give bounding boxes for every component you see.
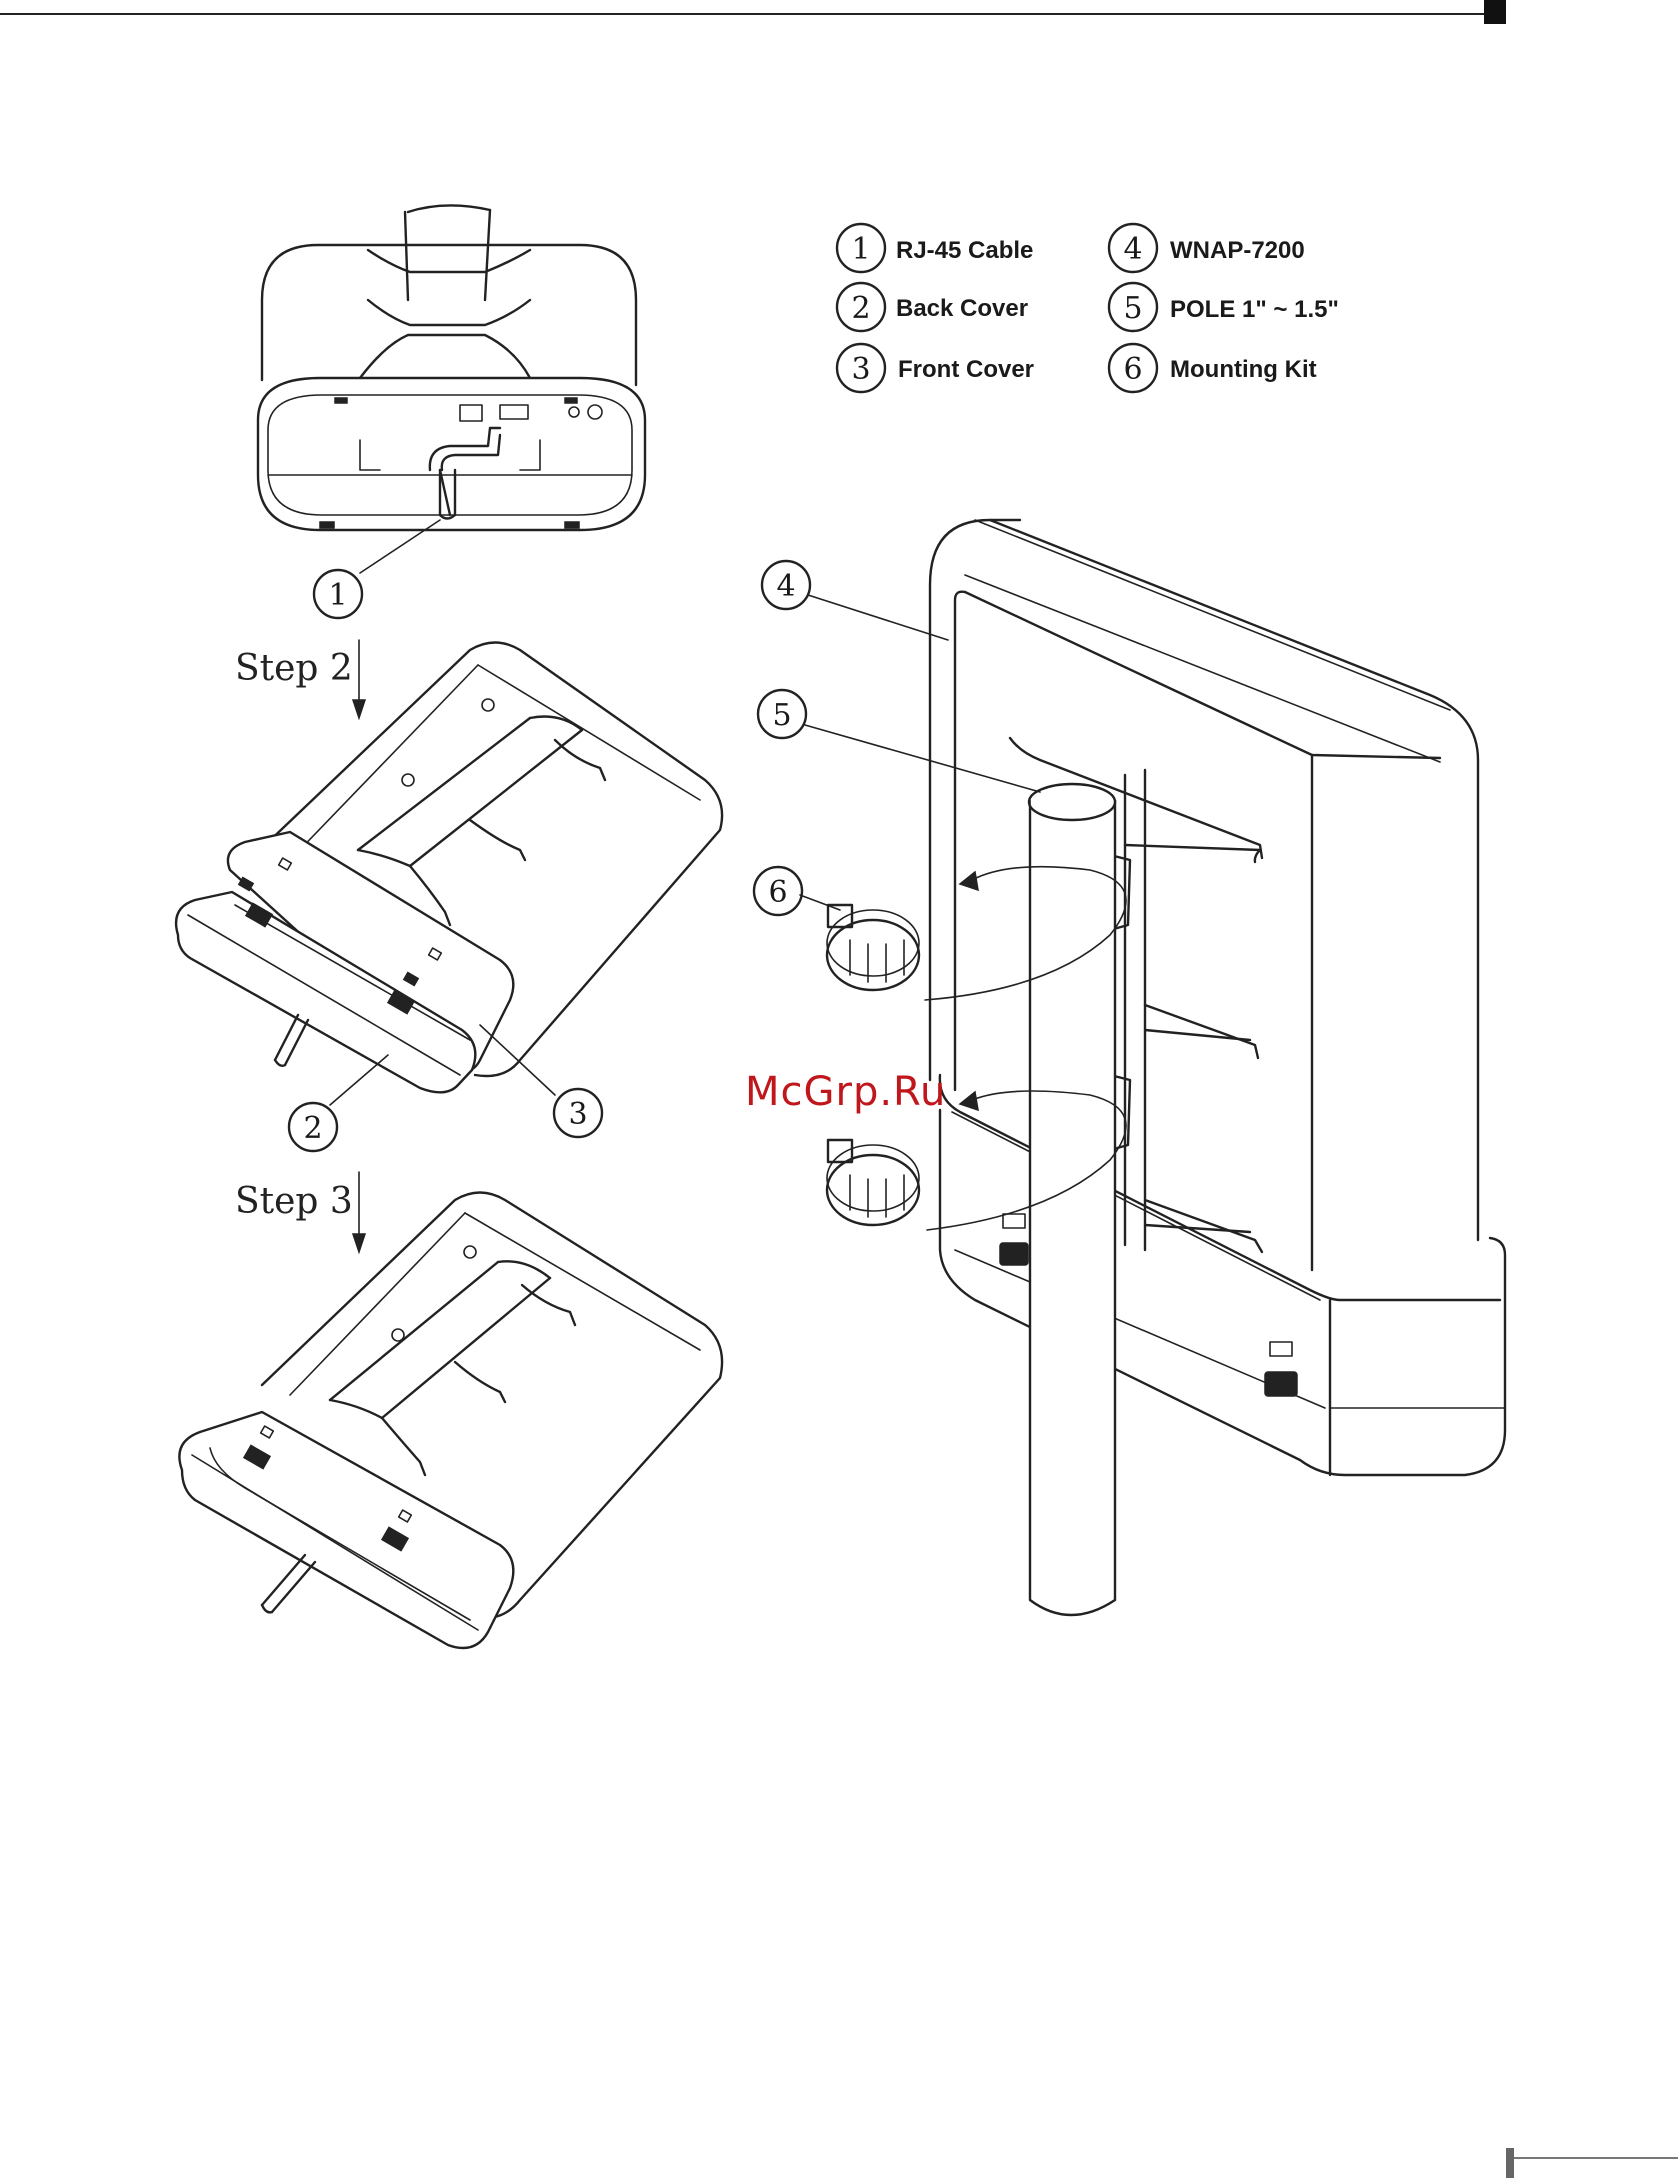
legend-number: 1 [851,232,870,267]
callout-1: 1 [314,570,362,618]
svg-text:5: 5 [772,698,791,733]
callout-5: 5 [758,690,806,738]
parts-legend: 1 RJ-45 Cable 2 Back Cover 3 Front Cover… [837,224,1339,392]
callout-4: 4 [762,561,810,609]
header-rule [0,0,1506,24]
legend-item-6: 6 Mounting Kit [1109,344,1317,392]
svg-text:6: 6 [768,875,787,910]
step3-label: Step 3 [235,1181,353,1222]
step1-bottom-view-illustration [258,205,645,573]
hose-clamp-upper [827,905,919,990]
legend-item-5: 5 POLE 1" ~ 1.5" [1109,283,1339,331]
legend-label: POLE 1" ~ 1.5" [1170,296,1339,323]
step2-label: Step 2 [235,648,353,689]
callout-3: 3 [554,1089,602,1137]
watermark-text: McGrp.Ru [745,1069,946,1115]
svg-text:4: 4 [776,569,795,604]
step2-label-group: Step 2 [235,640,365,718]
svg-text:3: 3 [568,1097,587,1132]
legend-item-1: 1 RJ-45 Cable [837,224,1033,272]
pole-mount-illustration [800,520,1505,1615]
legend-label: RJ-45 Cable [896,237,1033,264]
callout-2: 2 [289,1103,337,1151]
legend-label: Front Cover [898,356,1034,383]
hose-clamp-lower [827,1140,919,1225]
step3-label-group: Step 3 [235,1172,365,1252]
legend-number: 4 [1123,232,1142,267]
legend-number: 5 [1123,291,1142,326]
legend-item-2: 2 Back Cover [837,283,1028,331]
svg-text:2: 2 [303,1111,322,1146]
footer-marker [1506,2148,1678,2178]
legend-item-3: 3 Front Cover [837,344,1034,392]
legend-number: 6 [1123,352,1142,387]
legend-label: WNAP-7200 [1170,237,1305,264]
legend-number: 3 [851,352,870,387]
legend-label: Back Cover [896,295,1028,322]
step3-assembly-illustration [179,1193,722,1649]
step2-assembly-illustration [176,643,722,1106]
legend-item-4: 4 WNAP-7200 [1109,224,1305,272]
legend-label: Mounting Kit [1170,356,1317,383]
svg-text:1: 1 [328,578,347,613]
legend-number: 2 [851,291,870,326]
callout-6: 6 [754,867,802,915]
